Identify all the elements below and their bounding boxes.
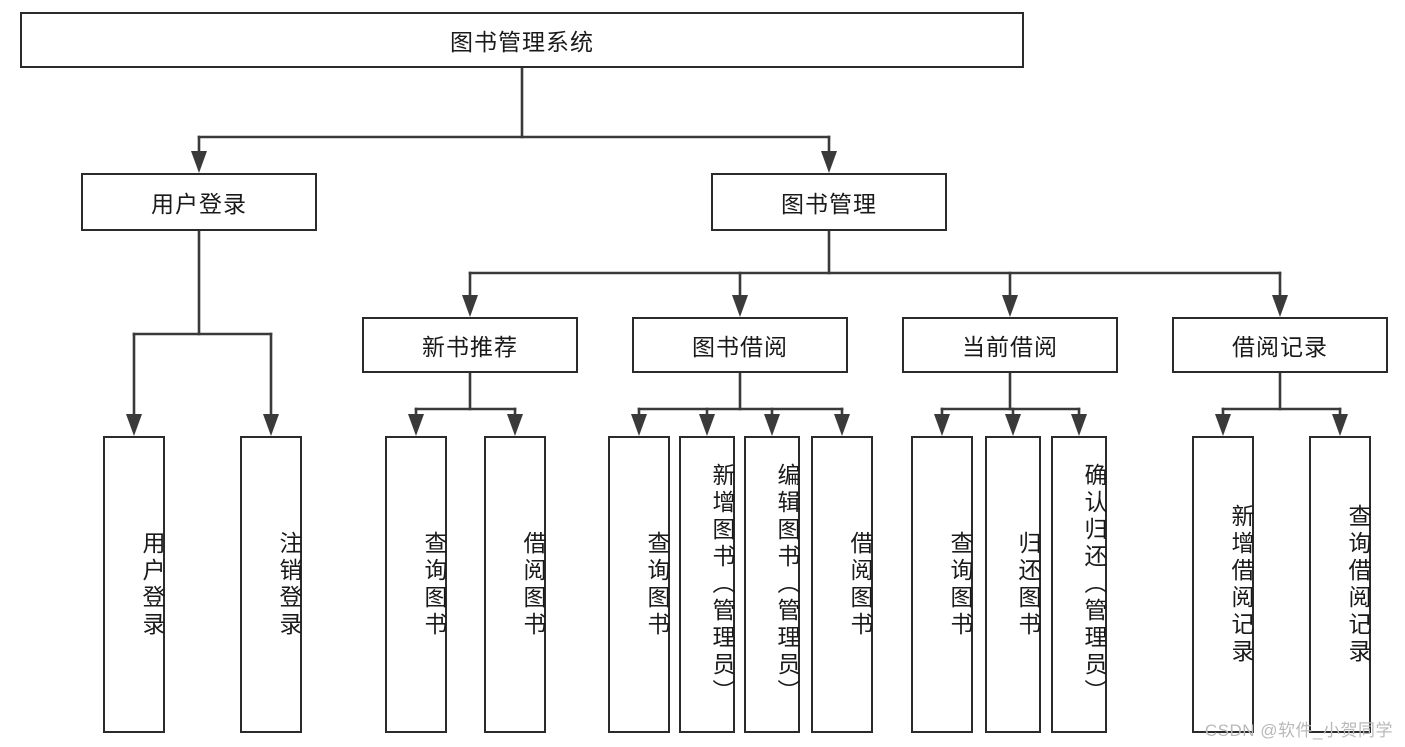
node-label: 确认归还（管理员） xyxy=(1081,463,1107,706)
node-leaf-borrow-borrow[interactable]: 借阅图书 xyxy=(811,436,873,733)
node-label: 新书推荐 xyxy=(422,334,518,360)
node-label: 查询图书 xyxy=(644,530,670,639)
node-label: 借阅记录 xyxy=(1232,334,1328,360)
node-leaf-borrow-edit[interactable]: 编辑图书（管理员） xyxy=(744,436,800,733)
node-label: 图书管理 xyxy=(781,191,877,217)
node-leaf-current-confirm[interactable]: 确认归还（管理员） xyxy=(1051,436,1107,733)
node-leaf-record-query[interactable]: 查询借阅记录 xyxy=(1309,436,1371,733)
node-label: 借阅图书 xyxy=(847,530,873,639)
node-leaf-borrow-query[interactable]: 查询图书 xyxy=(608,436,670,733)
node-label: 当前借阅 xyxy=(962,334,1058,360)
node-root-system[interactable]: 图书管理系统 xyxy=(20,12,1024,68)
node-label: 图书借阅 xyxy=(692,334,788,360)
node-label: 注销登录 xyxy=(276,530,302,639)
node-new-book-recommend[interactable]: 新书推荐 xyxy=(362,317,578,373)
node-user-login[interactable]: 用户登录 xyxy=(81,173,317,231)
node-label: 新增借阅记录 xyxy=(1228,503,1254,666)
node-book-management[interactable]: 图书管理 xyxy=(711,173,947,231)
node-current-borrow[interactable]: 当前借阅 xyxy=(902,317,1118,373)
node-label: 用户登录 xyxy=(139,530,165,639)
node-leaf-borrow-add[interactable]: 新增图书（管理员） xyxy=(679,436,735,733)
node-label: 借阅图书 xyxy=(520,530,546,639)
watermark-text: CSDN @软件_小贺同学 xyxy=(1204,721,1393,740)
node-leaf-record-add[interactable]: 新增借阅记录 xyxy=(1192,436,1254,733)
node-leaf-user-login[interactable]: 用户登录 xyxy=(103,436,165,733)
node-label: 编辑图书（管理员） xyxy=(774,463,800,706)
node-label: 查询图书 xyxy=(947,530,973,639)
node-leaf-user-logout[interactable]: 注销登录 xyxy=(240,436,302,733)
node-label: 用户登录 xyxy=(151,191,247,217)
node-label: 新增图书（管理员） xyxy=(709,463,735,706)
node-book-borrow[interactable]: 图书借阅 xyxy=(632,317,848,373)
node-borrow-record[interactable]: 借阅记录 xyxy=(1172,317,1388,373)
node-leaf-current-query[interactable]: 查询图书 xyxy=(911,436,973,733)
node-leaf-current-return[interactable]: 归还图书 xyxy=(985,436,1041,733)
node-label: 查询图书 xyxy=(421,530,447,639)
node-label: 查询借阅记录 xyxy=(1345,503,1371,666)
node-leaf-newbook-borrow[interactable]: 借阅图书 xyxy=(484,436,546,733)
node-label: 图书管理系统 xyxy=(450,29,594,55)
node-label: 归还图书 xyxy=(1015,530,1041,639)
node-leaf-newbook-query[interactable]: 查询图书 xyxy=(385,436,447,733)
